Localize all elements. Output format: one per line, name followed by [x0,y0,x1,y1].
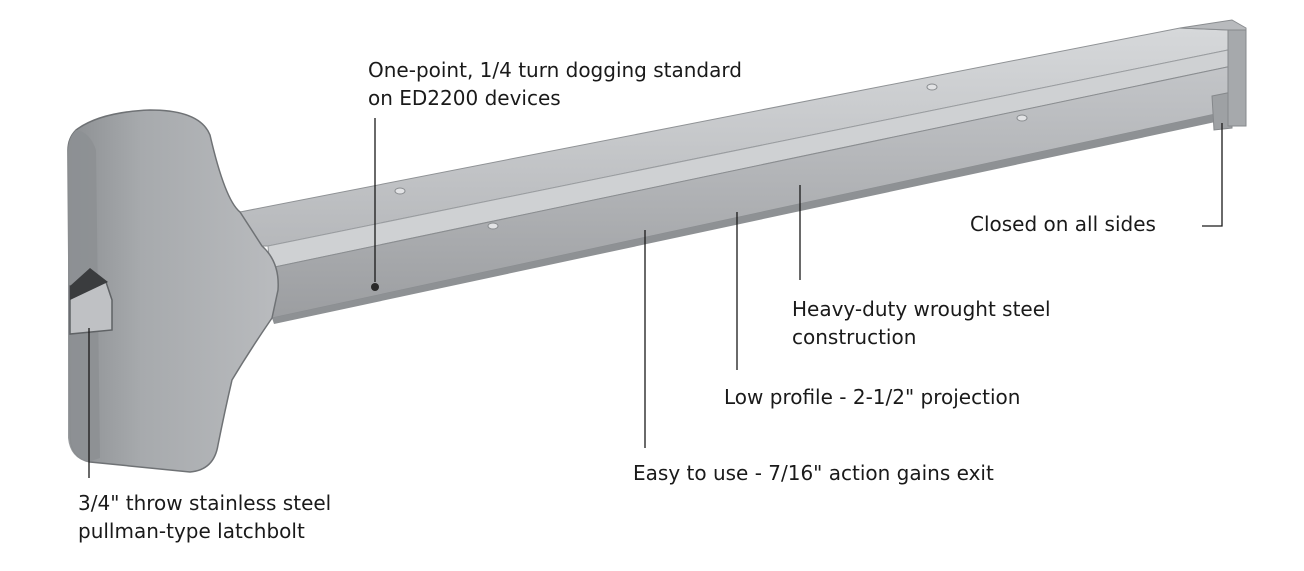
leader-closed [1202,123,1223,227]
screw-3 [926,83,938,91]
callout-dogging-line-2: on ED2200 devices [368,86,561,110]
screw-4 [1016,114,1028,122]
screw-1 [394,187,406,195]
callout-latchbolt-line-1: 3/4" throw stainless steel [78,491,332,515]
callout-dogging: One-point, 1/4 turn dogging standard on … [368,56,742,112]
leader-lines [88,118,1223,478]
callout-easy: Easy to use - 7/16" action gains exit [633,459,994,487]
callout-closed-line-1: Closed on all sides [970,212,1156,236]
callout-construction-line-1: Heavy-duty wrought steel [792,297,1051,321]
dogging-hole [371,283,379,291]
callout-easy-line-1: Easy to use - 7/16" action gains exit [633,461,994,485]
callout-profile-line-1: Low profile - 2-1/2" projection [724,385,1021,409]
callout-profile: Low profile - 2-1/2" projection [724,383,1020,411]
callout-construction-line-2: construction [792,325,917,349]
callout-dogging-line-1: One-point, 1/4 turn dogging standard [368,58,742,82]
callout-latchbolt-line-2: pullman-type latchbolt [78,519,305,543]
latchbolt-shadow [70,268,108,300]
screw-2 [487,222,499,230]
callout-latchbolt: 3/4" throw stainless steel pullman-type … [78,489,331,545]
bar-bottom-edge [272,110,1234,324]
end-cap-front [1211,91,1233,131]
callout-construction: Heavy-duty wrought steel construction [792,295,1051,351]
callout-closed: Closed on all sides [970,210,1156,238]
end-cap-side [1227,29,1247,127]
